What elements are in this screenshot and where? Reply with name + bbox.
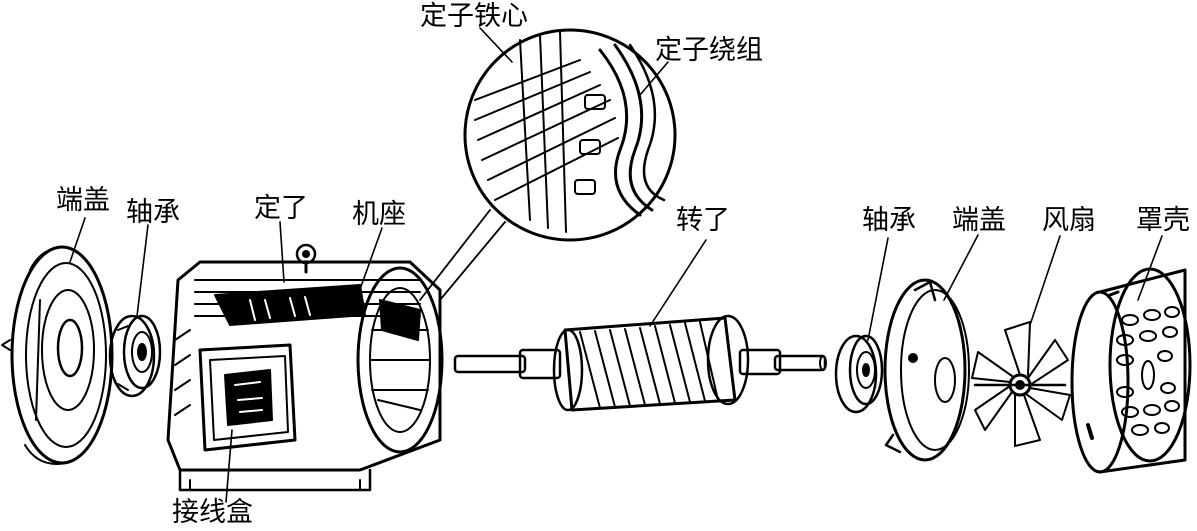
stator-detail-magnifier bbox=[419, 28, 677, 301]
label-frame: 机座 bbox=[352, 199, 406, 230]
leader-bearing-left bbox=[136, 224, 149, 317]
label-end-cover-left: 端盖 bbox=[56, 185, 110, 216]
leader-stator-core bbox=[479, 27, 513, 63]
label-fan-cover: 罩壳 bbox=[1136, 205, 1190, 236]
leader-end-cover-left bbox=[69, 217, 86, 263]
leader-end-cover-right bbox=[943, 234, 979, 301]
label-rotor: 转了 bbox=[676, 205, 730, 236]
leader-fan bbox=[1029, 235, 1061, 326]
leader-frame bbox=[353, 227, 383, 307]
leader-bearing-right bbox=[867, 237, 889, 341]
bearing-right-part bbox=[834, 334, 884, 414]
rotor-part bbox=[453, 314, 827, 412]
stator-frame-part bbox=[166, 243, 444, 492]
leader-rotor bbox=[649, 239, 707, 327]
label-stator-core: 定子铁心 bbox=[420, 1, 528, 32]
label-end-cover-right: 端盖 bbox=[952, 205, 1006, 236]
bearing-left-part bbox=[108, 314, 162, 398]
leader-terminal-box bbox=[225, 429, 233, 503]
label-stator: 定了 bbox=[254, 193, 308, 224]
leader-stator bbox=[279, 221, 285, 283]
label-terminal-box: 接线盒 bbox=[172, 497, 253, 528]
end-cover-right-part bbox=[883, 278, 970, 462]
leader-lines bbox=[69, 27, 1163, 503]
fan-part bbox=[971, 321, 1071, 447]
label-fan: 风扇 bbox=[1042, 205, 1096, 236]
label-stator-winding: 定子绕组 bbox=[655, 35, 763, 66]
end-cover-left-part bbox=[1, 245, 114, 465]
leader-fan-cover bbox=[1137, 235, 1163, 301]
leader-stator-winding bbox=[639, 61, 669, 96]
label-bearing-right: 轴承 bbox=[862, 205, 916, 236]
label-bearing-left: 轴承 bbox=[126, 197, 180, 228]
fan-cover-part bbox=[1070, 267, 1192, 474]
